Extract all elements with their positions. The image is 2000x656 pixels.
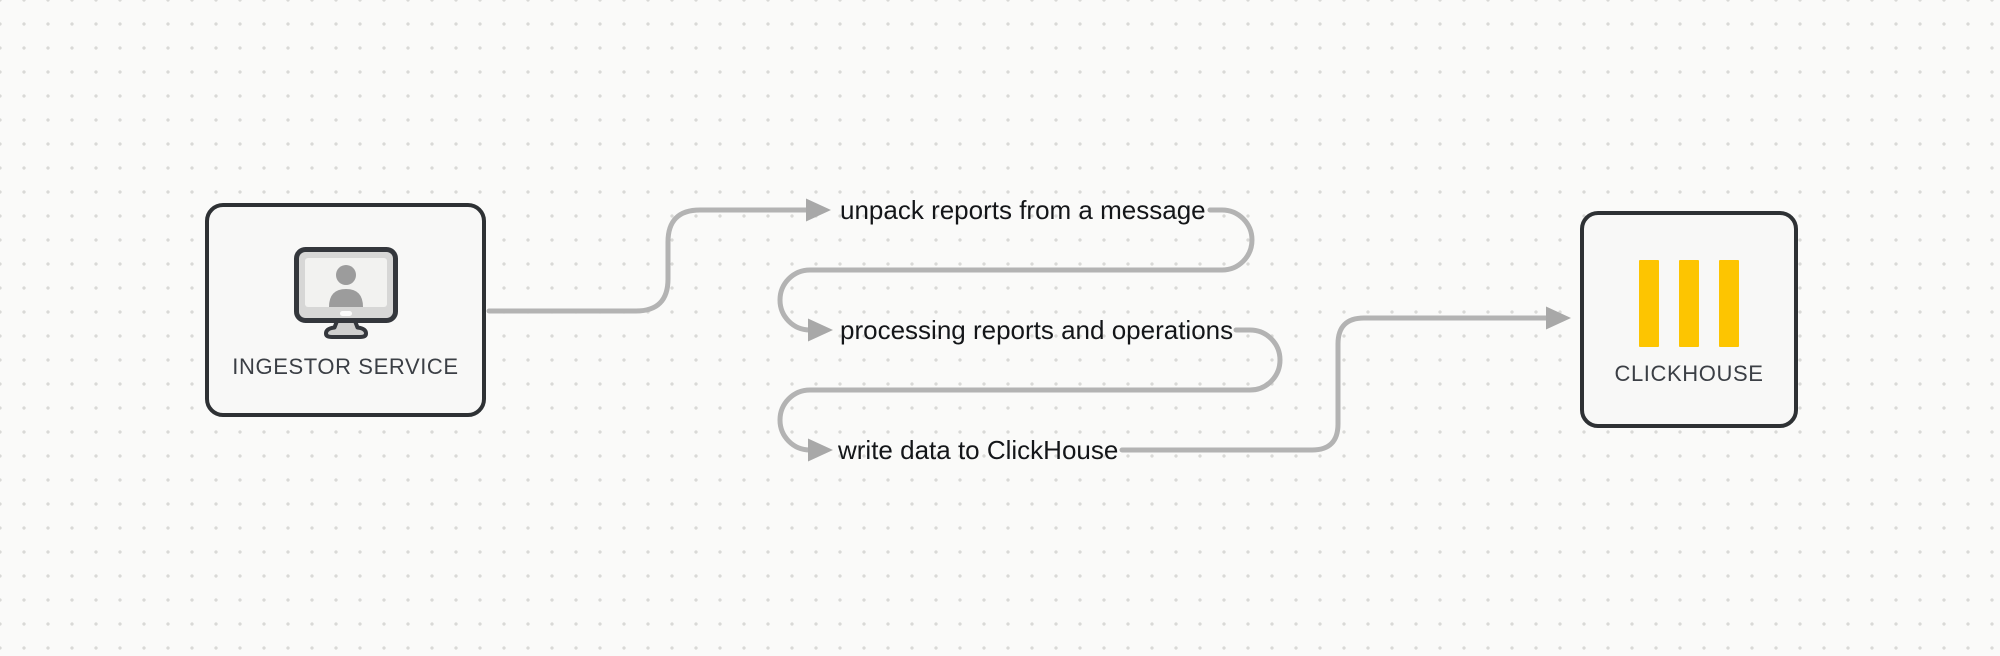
arrowhead-icon: [1546, 306, 1571, 330]
connector-step2-to-step3: [777, 327, 1283, 453]
monitor-user-icon: [293, 246, 398, 339]
step-label-write-data[interactable]: write data to ClickHouse: [838, 435, 1119, 465]
node-clickhouse[interactable]: CLICKHOUSE: [1580, 211, 1798, 428]
node-label-ingestor: INGESTOR SERVICE: [232, 353, 459, 379]
clickhouse-bars-icon: [1639, 260, 1739, 347]
connector-step3-to-clickhouse: [1119, 315, 1549, 453]
node-label-clickhouse: CLICKHOUSE: [1614, 361, 1764, 386]
node-ingestor-service[interactable]: INGESTOR SERVICE: [205, 203, 486, 417]
arrowhead-icon: [806, 198, 831, 222]
connector-ingestor-to-step1: [486, 207, 810, 314]
step-label-unpack-reports[interactable]: unpack reports from a message: [840, 195, 1206, 225]
connector-step1-to-step2: [777, 207, 1255, 333]
step-label-processing-reports[interactable]: processing reports and operations: [840, 315, 1234, 345]
arrowhead-icon: [808, 318, 833, 342]
arrowhead-icon: [808, 438, 833, 462]
